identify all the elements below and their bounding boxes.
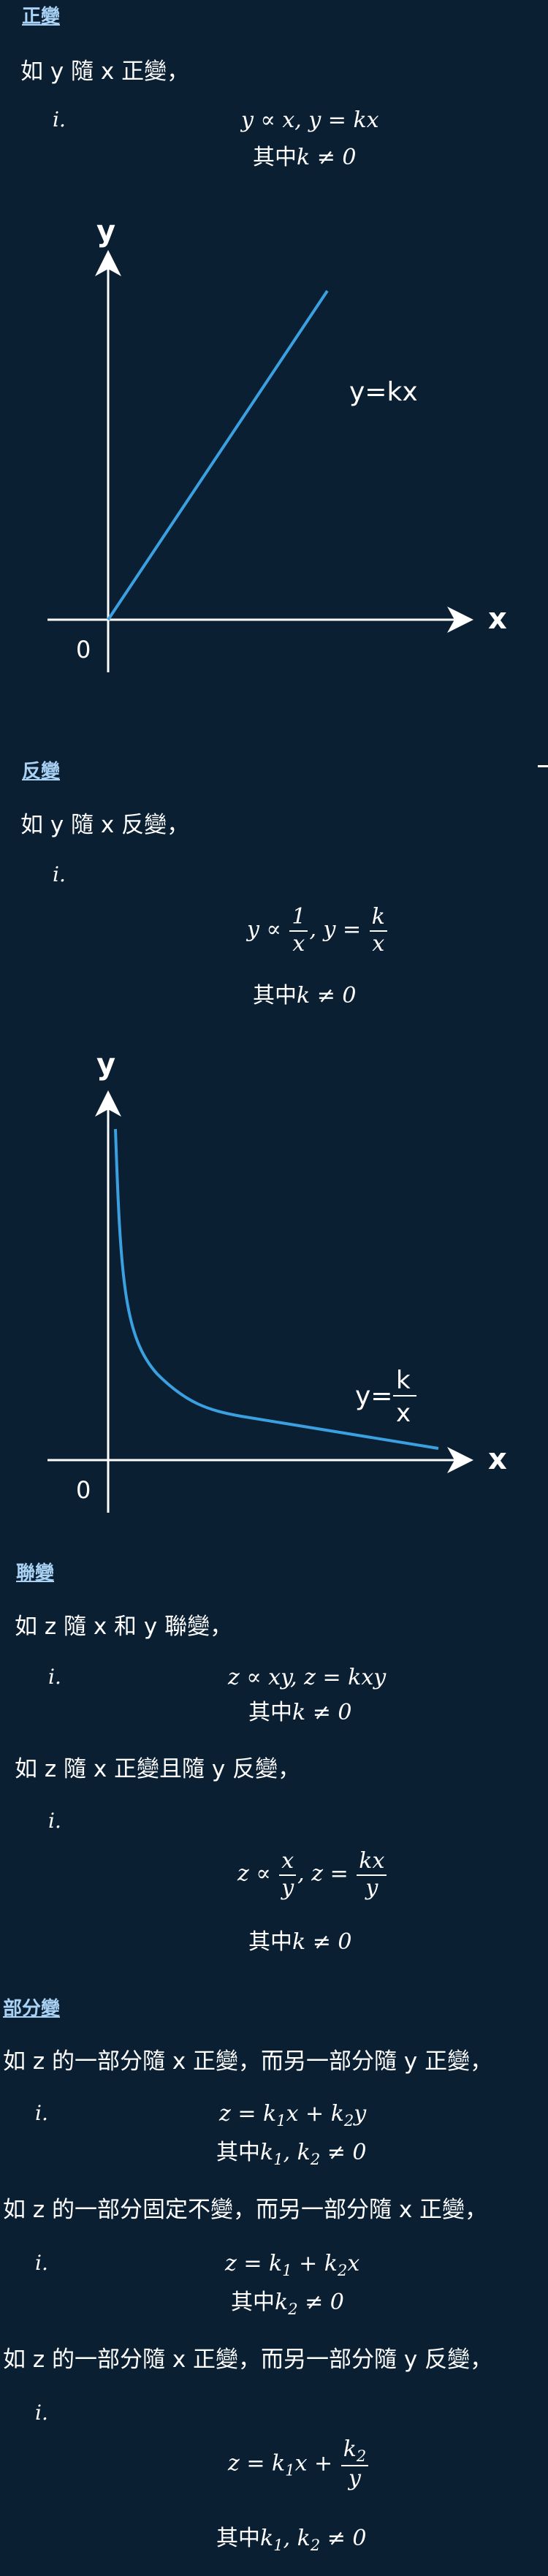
origin-label: 0 bbox=[76, 1476, 91, 1504]
curve-label: y= bbox=[355, 1381, 392, 1411]
curve-label-numerator: k bbox=[396, 1366, 411, 1395]
partial-formula-1: z = k1x + k2y bbox=[219, 2101, 367, 2129]
direct-formula: y ∝ x, y = kx bbox=[241, 107, 379, 133]
inverse-variation-curve bbox=[114, 1128, 439, 1450]
edge-dash bbox=[538, 765, 548, 767]
x-axis-label: x bbox=[488, 602, 507, 636]
enum-marker: i. bbox=[48, 1809, 61, 1833]
inverse-variation-graph: y x 0 y= k x bbox=[47, 1048, 507, 1513]
heading-joint-variation[interactable]: 聯變 bbox=[16, 1562, 55, 1584]
joint-condition-1: 其中k ≠ 0 bbox=[248, 1700, 352, 1725]
y-axis-arrow bbox=[95, 1090, 121, 1117]
joint-variation-sentence-2: 如 z 隨 x 正變且隨 y 反變， bbox=[15, 1756, 301, 1782]
heading-inverse-variation[interactable]: 反變 bbox=[22, 761, 61, 783]
partial-variation-sentence-1: 如 z 的一部分隨 x 正變，而另一部分隨 y 正變， bbox=[3, 2048, 493, 2075]
direct-variation-graph: y x 0 y=kx bbox=[47, 215, 507, 672]
enum-marker: i. bbox=[53, 862, 66, 886]
heading-partial-variation[interactable]: 部分變 bbox=[3, 1998, 61, 2020]
x-axis-label: x bbox=[488, 1443, 507, 1476]
partial-condition-2: 其中k2 ≠ 0 bbox=[231, 2290, 344, 2318]
partial-variation-sentence-2: 如 z 的一部分固定不變，而另一部分隨 x 正變， bbox=[3, 2197, 488, 2223]
joint-variation-sentence-1: 如 z 隨 x 和 y 聯變， bbox=[15, 1614, 233, 1640]
x-axis-arrow bbox=[447, 607, 473, 633]
enum-marker: i. bbox=[35, 2251, 48, 2275]
x-axis-arrow bbox=[447, 1447, 473, 1473]
origin-label: 0 bbox=[76, 636, 91, 664]
partial-variation-sentence-3: 如 z 的一部分隨 x 正變，而另一部分隨 y 反變， bbox=[3, 2347, 493, 2373]
curve-label-denominator: x bbox=[396, 1399, 411, 1428]
y-axis-label: y bbox=[96, 1048, 115, 1082]
joint-condition-2: 其中k ≠ 0 bbox=[248, 1929, 352, 1955]
direct-condition: 其中k ≠ 0 bbox=[253, 145, 357, 170]
heading-direct-variation[interactable]: 正變 bbox=[22, 6, 61, 28]
joint-formula-1: z ∝ xy, z = kxy bbox=[228, 1665, 387, 1690]
y-axis-arrow bbox=[95, 250, 121, 276]
partial-formula-2: z = k1 + k2x bbox=[225, 2251, 360, 2279]
partial-condition-3: 其中k1, k2 ≠ 0 bbox=[216, 2526, 367, 2554]
enum-marker: i. bbox=[35, 2401, 48, 2425]
curve-label: y=kx bbox=[349, 377, 418, 407]
y-axis-label: y bbox=[96, 215, 115, 248]
inverse-variation-sentence: 如 y 隨 x 反變， bbox=[20, 812, 190, 838]
partial-condition-1: 其中k1, k2 ≠ 0 bbox=[216, 2140, 367, 2168]
enum-marker: i. bbox=[48, 1665, 61, 1689]
enum-marker: i. bbox=[35, 2101, 48, 2125]
direct-variation-line bbox=[107, 289, 329, 621]
direct-variation-sentence: 如 y 隨 x 正變， bbox=[20, 58, 190, 85]
enum-marker: i. bbox=[53, 107, 66, 132]
inverse-condition: 其中k ≠ 0 bbox=[253, 983, 357, 1008]
